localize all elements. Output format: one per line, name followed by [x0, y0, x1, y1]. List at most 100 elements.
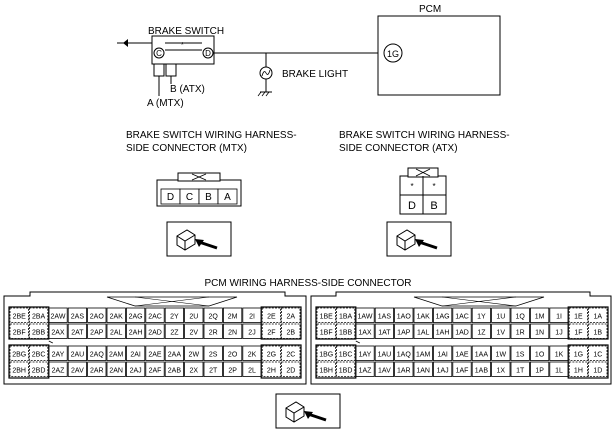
pcm-pin-label: 1AY: [359, 352, 372, 359]
pcm-pin-label: 1AL: [417, 330, 430, 337]
pcm-pin-cell: [394, 307, 414, 323]
pcm-pin-cell: [335, 361, 356, 377]
atx-connector-title-line2: SIDE CONNECTOR (ATX): [339, 143, 458, 154]
pcm-pin-label: 2L: [248, 368, 256, 375]
pcm-row-mark: [355, 340, 360, 344]
pcm-pin-cell: [67, 307, 87, 323]
pcm-lock-frame: [8, 306, 50, 340]
pcm-pin-cell: [9, 307, 29, 323]
pcm-pin-label: 2Z: [170, 330, 179, 337]
pcm-pin-label: 1AA: [475, 352, 489, 359]
pcm-pin-label: 1AQ: [397, 352, 412, 359]
pcm-pin-label: 1G: [574, 352, 583, 359]
pcm-pin-label: 2AO: [90, 314, 105, 321]
pcm-pin-label: 1I: [556, 314, 562, 321]
pcm-pin-cell: [67, 345, 87, 361]
pcm-pin-label: 2AV: [71, 368, 84, 375]
pcm-pin-label: 2D: [286, 368, 295, 375]
pcm-pin-label: 1B: [594, 330, 603, 337]
pcm-pin-label: 1Y: [477, 314, 486, 321]
atx-connector-title-line1: BRAKE SWITCH WIRING HARNESS-: [339, 130, 510, 141]
pcm-pin-cell: [203, 361, 223, 377]
pcm-pin-cell: [413, 361, 433, 377]
pcm-pin-label: 1AJ: [437, 368, 449, 375]
atx-pin-b: B: [430, 200, 437, 212]
switch-terminal-d: [202, 47, 214, 59]
ground-hatch: [261, 91, 266, 97]
pcm-pin-label: 1M: [535, 314, 545, 321]
pcm-pin-cell: [87, 361, 107, 377]
pcm-pin-cell: [126, 323, 146, 339]
pcm-pin-label: 2AB: [168, 368, 182, 375]
pcm-pin-label: 2AG: [129, 314, 143, 321]
pcm-pin-label: 1AO: [397, 314, 412, 321]
pcm-pin-cell: [568, 345, 589, 361]
pcm-pin-label: 1AR: [397, 368, 411, 375]
pcm-pin-label: 2C: [286, 352, 295, 359]
pcm-pin-label: 2O: [228, 352, 238, 359]
pcm-pin-label: 1V: [497, 330, 506, 337]
pcm-pin-cell: [452, 307, 472, 323]
schematic: BRAKE SWITCH * C D B (ATX) A (MTX) BRAKE…: [117, 4, 501, 109]
atx-connector: BRAKE SWITCH WIRING HARNESS- SIDE CONNEC…: [339, 130, 510, 257]
pcm-pin-cell: [491, 345, 511, 361]
pcm-pin-label: 1BF: [320, 330, 333, 337]
plug-icon: [176, 229, 218, 251]
pcm-pin-cell: [588, 345, 608, 361]
pcm-pin-label: 2AP: [90, 330, 104, 337]
atx-mark-right: *: [432, 182, 435, 191]
plug-icon: [396, 229, 438, 251]
pcm-pin-cell: [510, 361, 530, 377]
pcm-pin-label: 1K: [555, 352, 564, 359]
terminal-b-box: [165, 63, 177, 77]
pcm-pin-label: 2M: [228, 314, 238, 321]
pcm-pin-label: 1D: [593, 368, 602, 375]
switch-mark: *: [181, 42, 184, 49]
pcm-pin-cell: [452, 361, 472, 377]
pcm-pin-cell: [335, 345, 356, 361]
pcm-pin-label: 1AV: [378, 368, 391, 375]
brake-switch-label: BRAKE SWITCH: [148, 26, 224, 37]
pcm-pin-label: 2AQ: [90, 352, 105, 359]
pcm-pin-label: 2BB: [32, 330, 46, 337]
pcm-pin-cell: [184, 361, 204, 377]
pcm-pin-cell: [281, 361, 301, 377]
brake-light-label: BRAKE LIGHT: [282, 69, 348, 80]
pcm-pin-cell: [568, 307, 589, 323]
pcm-pin-cell: [184, 345, 204, 361]
pcm-pin-cell: [335, 307, 356, 323]
pcm-pin-cell: [530, 345, 550, 361]
pcm-pin-label: 1T: [516, 368, 525, 375]
pcm-pin-cell: [87, 345, 107, 361]
pcm-pin-cell: [413, 323, 433, 339]
pcm-pin-cell: [145, 345, 165, 361]
pcm-pin-cell: [316, 307, 336, 323]
pcm-pin-label: 1AG: [436, 314, 450, 321]
supply-arrow: [123, 39, 128, 47]
pcm-pin-cell: [374, 345, 395, 361]
pcm-pin-label: 2AU: [71, 352, 85, 359]
pcm-pin-cell: [471, 361, 492, 377]
pcm-pin-cell: [281, 345, 301, 361]
atx-pin-d: D: [408, 200, 416, 212]
pcm-pin-cell: [145, 307, 165, 323]
pcm-pin-label: 2BH: [12, 368, 26, 375]
pcm-pin-label: 1AN: [416, 368, 430, 375]
pcm-pin-cell: [184, 323, 204, 339]
pcm-pin-cell: [9, 361, 29, 377]
pcm-pin-cell: [316, 345, 336, 361]
pcm-pin-cell: [164, 307, 184, 323]
pcm-pin-label: 1AU: [378, 352, 392, 359]
switch-terminal-c: [153, 47, 165, 59]
pcm-pin-label: 1W: [496, 352, 507, 359]
pcm-lock-frame: [260, 306, 302, 340]
mtx-connector: BRAKE SWITCH WIRING HARNESS- SIDE CONNEC…: [126, 130, 297, 257]
pcm-pin-label: 1AI: [437, 352, 448, 359]
pcm-pin-label: 1X: [497, 368, 506, 375]
pcm-pin-label: 2F: [267, 330, 275, 337]
pcm-pin-cell: [374, 361, 395, 377]
pcm-pin-cell: [432, 307, 453, 323]
